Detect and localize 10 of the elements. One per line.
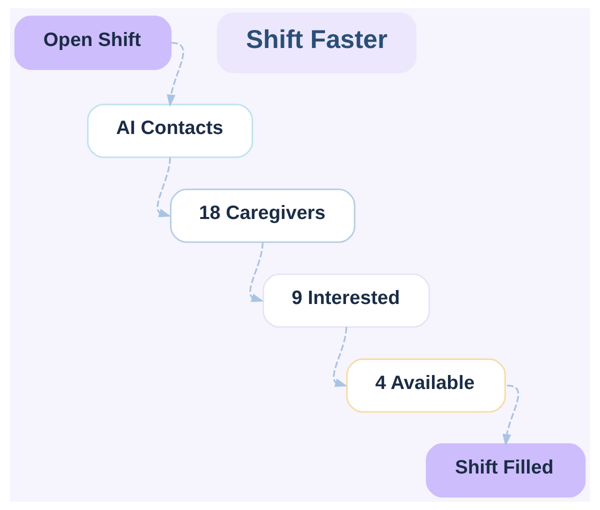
arrow <box>166 42 184 108</box>
node-box: 9 Interested <box>262 274 430 328</box>
node-box: 4 Available <box>346 358 506 413</box>
node-box: Shift Filled <box>426 443 586 498</box>
arrow <box>332 326 348 387</box>
arrow <box>249 242 264 302</box>
node-box: AI Contacts <box>87 104 254 158</box>
arrow <box>156 157 172 218</box>
node-box: 18 Caregivers <box>170 188 356 243</box>
node-box: Open Shift <box>14 16 172 70</box>
